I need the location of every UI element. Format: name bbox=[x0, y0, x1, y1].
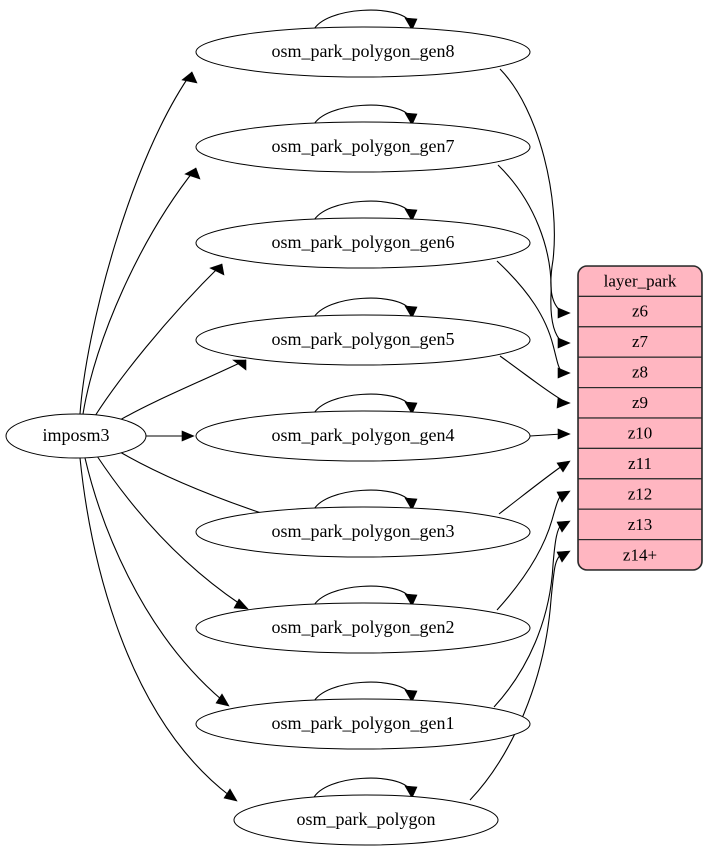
self-loop-gen7 bbox=[312, 104, 418, 127]
self-loop-gen2 bbox=[312, 585, 418, 608]
node-gen6-shape[interactable] bbox=[195, 217, 531, 269]
node-osm-park-polygon-gen4[interactable]: osm_park_polygon_gen4 bbox=[195, 410, 531, 462]
node-osm-park-polygon-gen3[interactable]: osm_park_polygon_gen3 bbox=[195, 506, 531, 558]
edge-imposm3-to-gen5 bbox=[119, 359, 247, 421]
table-row-z14plus-label: z14+ bbox=[623, 545, 657, 564]
node-gen5-shape[interactable] bbox=[195, 314, 531, 366]
table-row-z13-label: z13 bbox=[628, 515, 653, 534]
edge-gen5-to-z9 bbox=[499, 355, 571, 409]
table-row-z7-label: z7 bbox=[632, 332, 649, 351]
edge-gen4-to-z10 bbox=[529, 428, 571, 440]
node-gen2-shape[interactable] bbox=[195, 602, 531, 654]
self-loop-arcs bbox=[312, 9, 418, 800]
edge-imposm3-to-gen4 bbox=[146, 430, 195, 442]
edges-to-layer-park bbox=[469, 68, 571, 801]
self-loop-gen4 bbox=[312, 393, 418, 416]
self-loop-gen3 bbox=[312, 489, 418, 512]
edge-gen2-to-z12 bbox=[496, 490, 571, 611]
node-gen7-shape[interactable] bbox=[195, 121, 531, 173]
node-gen4-label: osm_park_polygon_gen4 bbox=[272, 425, 455, 445]
table-row-z10-rect[interactable] bbox=[578, 417, 702, 449]
edge-imposm3-to-polygon bbox=[79, 457, 238, 802]
node-gen3-shape[interactable] bbox=[195, 506, 531, 558]
edge-gen1-to-z13 bbox=[493, 520, 571, 708]
node-osm-park-polygon-gen8[interactable]: osm_park_polygon_gen8 bbox=[195, 26, 531, 78]
table-row-z6-label: z6 bbox=[632, 301, 648, 320]
edge-imposm3-to-gen1 bbox=[84, 457, 230, 707]
node-gen8-label: osm_park_polygon_gen8 bbox=[272, 41, 455, 61]
node-osm-park-polygon[interactable]: osm_park_polygon bbox=[233, 794, 499, 846]
self-loop-gen6 bbox=[312, 200, 418, 223]
node-gen4-shape[interactable] bbox=[195, 410, 531, 462]
edge-gen7-to-z7 bbox=[497, 164, 571, 349]
node-gen3-label: osm_park_polygon_gen3 bbox=[272, 521, 455, 541]
node-polygon-label: osm_park_polygon bbox=[297, 809, 436, 829]
node-gen1-shape[interactable] bbox=[195, 698, 531, 750]
table-row-z12-label: z12 bbox=[628, 484, 653, 503]
edge-imposm3-to-gen6 bbox=[94, 263, 225, 417]
node-gen1-label: osm_park_polygon_gen1 bbox=[272, 713, 455, 733]
table-header-label: layer_park bbox=[604, 271, 677, 290]
node-osm-park-polygon-gen6[interactable]: osm_park_polygon_gen6 bbox=[195, 217, 531, 269]
table-row-z8-rect[interactable] bbox=[578, 356, 702, 389]
edges-from-source bbox=[79, 71, 279, 802]
node-gen8-shape[interactable] bbox=[195, 26, 531, 78]
node-osm-park-polygon-gen5[interactable]: osm_park_polygon_gen5 bbox=[195, 314, 531, 366]
node-gen5-label: osm_park_polygon_gen5 bbox=[272, 329, 455, 349]
edge-imposm3-to-gen3 bbox=[119, 451, 279, 524]
self-loop-gen1 bbox=[312, 681, 418, 704]
table-row-z10-label: z10 bbox=[628, 423, 653, 442]
self-loop-gen8 bbox=[312, 9, 418, 32]
table-row-header-rect bbox=[578, 266, 702, 297]
table-outer-border bbox=[577, 265, 703, 571]
node-polygon-shape[interactable] bbox=[233, 794, 499, 846]
node-imposm3-label: imposm3 bbox=[42, 425, 109, 445]
edge-gen6-to-z8 bbox=[496, 260, 571, 379]
node-imposm3-shape[interactable] bbox=[5, 413, 147, 459]
table-row-z13-rect[interactable] bbox=[578, 508, 702, 541]
edge-imposm3-to-gen8 bbox=[79, 71, 198, 415]
node-osm-park-polygon-gen2[interactable]: osm_park_polygon_gen2 bbox=[195, 602, 531, 654]
self-loop-gen5 bbox=[312, 297, 418, 320]
edge-imposm3-to-gen7 bbox=[82, 167, 201, 415]
edge-imposm3-to-gen2 bbox=[96, 455, 249, 610]
edge-gen8-to-z6 bbox=[499, 68, 571, 319]
node-osm-park-polygon-gen1[interactable]: osm_park_polygon_gen1 bbox=[195, 698, 531, 750]
table-row-z9-label: z9 bbox=[632, 393, 648, 412]
node-imposm3[interactable]: imposm3 bbox=[5, 413, 147, 459]
table-row-z11-label: z11 bbox=[628, 454, 652, 473]
edge-gen3-to-z11 bbox=[498, 460, 571, 515]
node-gen7-label: osm_park_polygon_gen7 bbox=[272, 136, 455, 156]
node-gen6-label: osm_park_polygon_gen6 bbox=[272, 232, 455, 252]
table-row-z8-label: z8 bbox=[632, 362, 648, 381]
node-osm-park-polygon-gen7[interactable]: osm_park_polygon_gen7 bbox=[195, 121, 531, 173]
edge-polygon-to-z14plus bbox=[469, 550, 571, 801]
self-loop-polygon bbox=[312, 777, 418, 800]
table-row-z7-rect[interactable] bbox=[578, 326, 702, 358]
layer-park-table[interactable]: layer_park z6 z7 z8 z9 z10 z11 z12 z13 z… bbox=[577, 265, 703, 571]
node-gen2-label: osm_park_polygon_gen2 bbox=[272, 617, 455, 637]
